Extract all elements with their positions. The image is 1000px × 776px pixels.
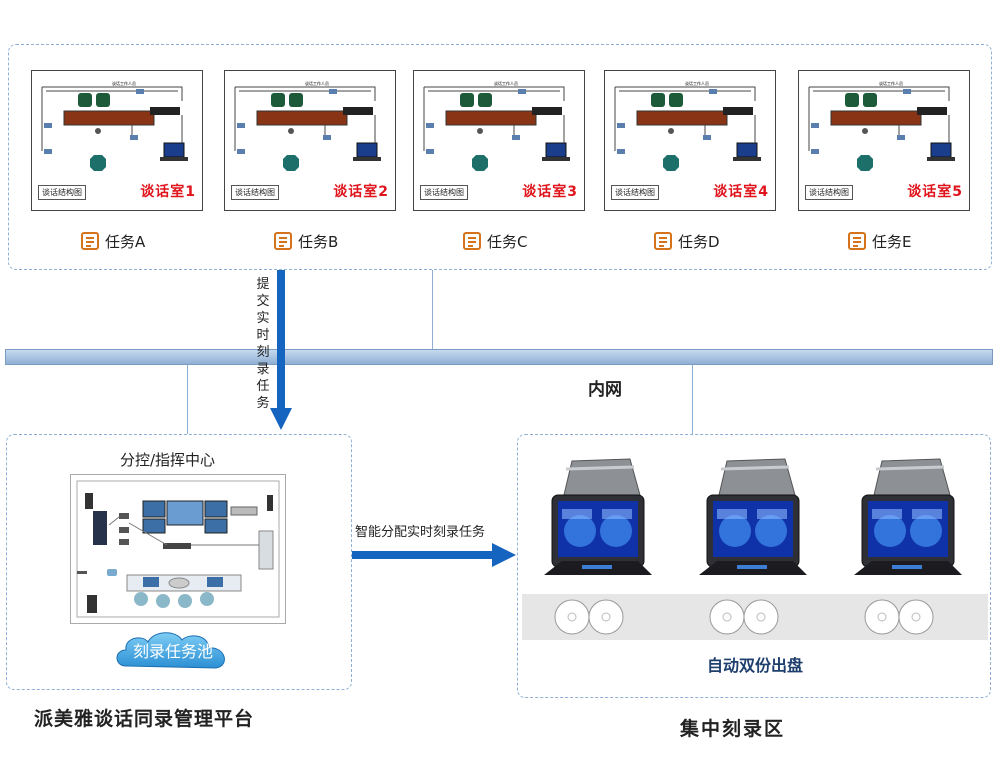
room-structure-caption: 谈话结构图 <box>805 185 853 200</box>
task-item: 任务B <box>274 230 338 252</box>
task-document-icon <box>654 232 672 250</box>
task-pool-cloud <box>116 632 225 669</box>
room-label: 谈话室1 <box>140 184 196 200</box>
disc-burner-3 <box>854 458 962 575</box>
task-label: 任务B <box>298 232 339 251</box>
room-structure-caption: 谈话结构图 <box>611 185 659 200</box>
room-structure-caption: 谈话结构图 <box>420 185 468 200</box>
task-document-icon <box>463 232 481 250</box>
intranet-bus <box>5 349 993 365</box>
disc-burner-1 <box>544 458 652 575</box>
interview-rooms-zone <box>8 44 992 270</box>
task-item: 任务C <box>463 230 527 252</box>
submit-task-label: 提交实时刻录任务 <box>256 277 270 411</box>
platform-link-line <box>187 365 188 434</box>
assign-arrow <box>352 543 516 567</box>
interview-room-1: 谈话工作人员 谈话结构图 谈话室1 <box>31 70 203 211</box>
task-item: 任务A <box>81 230 145 252</box>
task-label: 任务E <box>872 232 912 251</box>
output-disc-pair <box>554 599 624 635</box>
svg-text:谈话工作人员: 谈话工作人员 <box>112 80 136 86</box>
disc-burner-2 <box>699 458 807 575</box>
control-center-floorplan <box>70 474 286 624</box>
interview-room-5: 谈话工作人员 谈话结构图 谈话室5 <box>798 70 970 211</box>
burn-zone-link-line <box>692 365 693 434</box>
room-structure-caption: 谈话结构图 <box>231 185 279 200</box>
assign-task-label: 智能分配实时刻录任务 <box>355 525 486 540</box>
task-label: 任务D <box>678 232 720 251</box>
svg-text:谈话工作人员: 谈话工作人员 <box>685 80 709 86</box>
room-label: 谈话室4 <box>713 184 769 200</box>
task-document-icon <box>81 232 99 250</box>
task-pool-label: 刻录任务池 <box>132 642 213 661</box>
task-label: 任务C <box>487 232 528 251</box>
output-disc-pair <box>864 599 934 635</box>
platform-title: 派美雅谈话同录管理平台 <box>34 708 255 730</box>
svg-text:谈话工作人员: 谈话工作人员 <box>305 80 329 86</box>
svg-text:谈话工作人员: 谈话工作人员 <box>879 80 903 86</box>
task-document-icon <box>848 232 866 250</box>
output-disc-pair <box>709 599 779 635</box>
central-burning-zone <box>517 434 991 698</box>
room-structure-caption: 谈话结构图 <box>38 185 86 200</box>
room-label: 谈话室5 <box>907 184 963 200</box>
svg-text:谈话工作人员: 谈话工作人员 <box>494 80 518 86</box>
burn-zone-title: 集中刻录区 <box>680 718 786 740</box>
room-label: 谈话室3 <box>522 184 578 200</box>
interview-room-4: 谈话工作人员 谈话结构图 谈话室4 <box>604 70 776 211</box>
management-platform-zone <box>6 434 352 690</box>
intranet-label: 内网 <box>588 380 622 400</box>
task-item: 任务E <box>848 230 911 252</box>
control-center-title: 分控/指挥中心 <box>120 451 216 469</box>
interview-room-3: 谈话工作人员 谈话结构图 谈话室3 <box>413 70 585 211</box>
auto-output-label: 自动双份出盘 <box>706 656 803 675</box>
room-label: 谈话室2 <box>333 184 389 200</box>
task-item: 任务D <box>654 230 720 252</box>
interview-room-2: 谈话工作人员 谈话结构图 谈话室2 <box>224 70 396 211</box>
room-zone-link-line <box>432 270 433 350</box>
task-label: 任务A <box>105 232 146 251</box>
task-document-icon <box>274 232 292 250</box>
submit-arrow <box>270 270 292 430</box>
